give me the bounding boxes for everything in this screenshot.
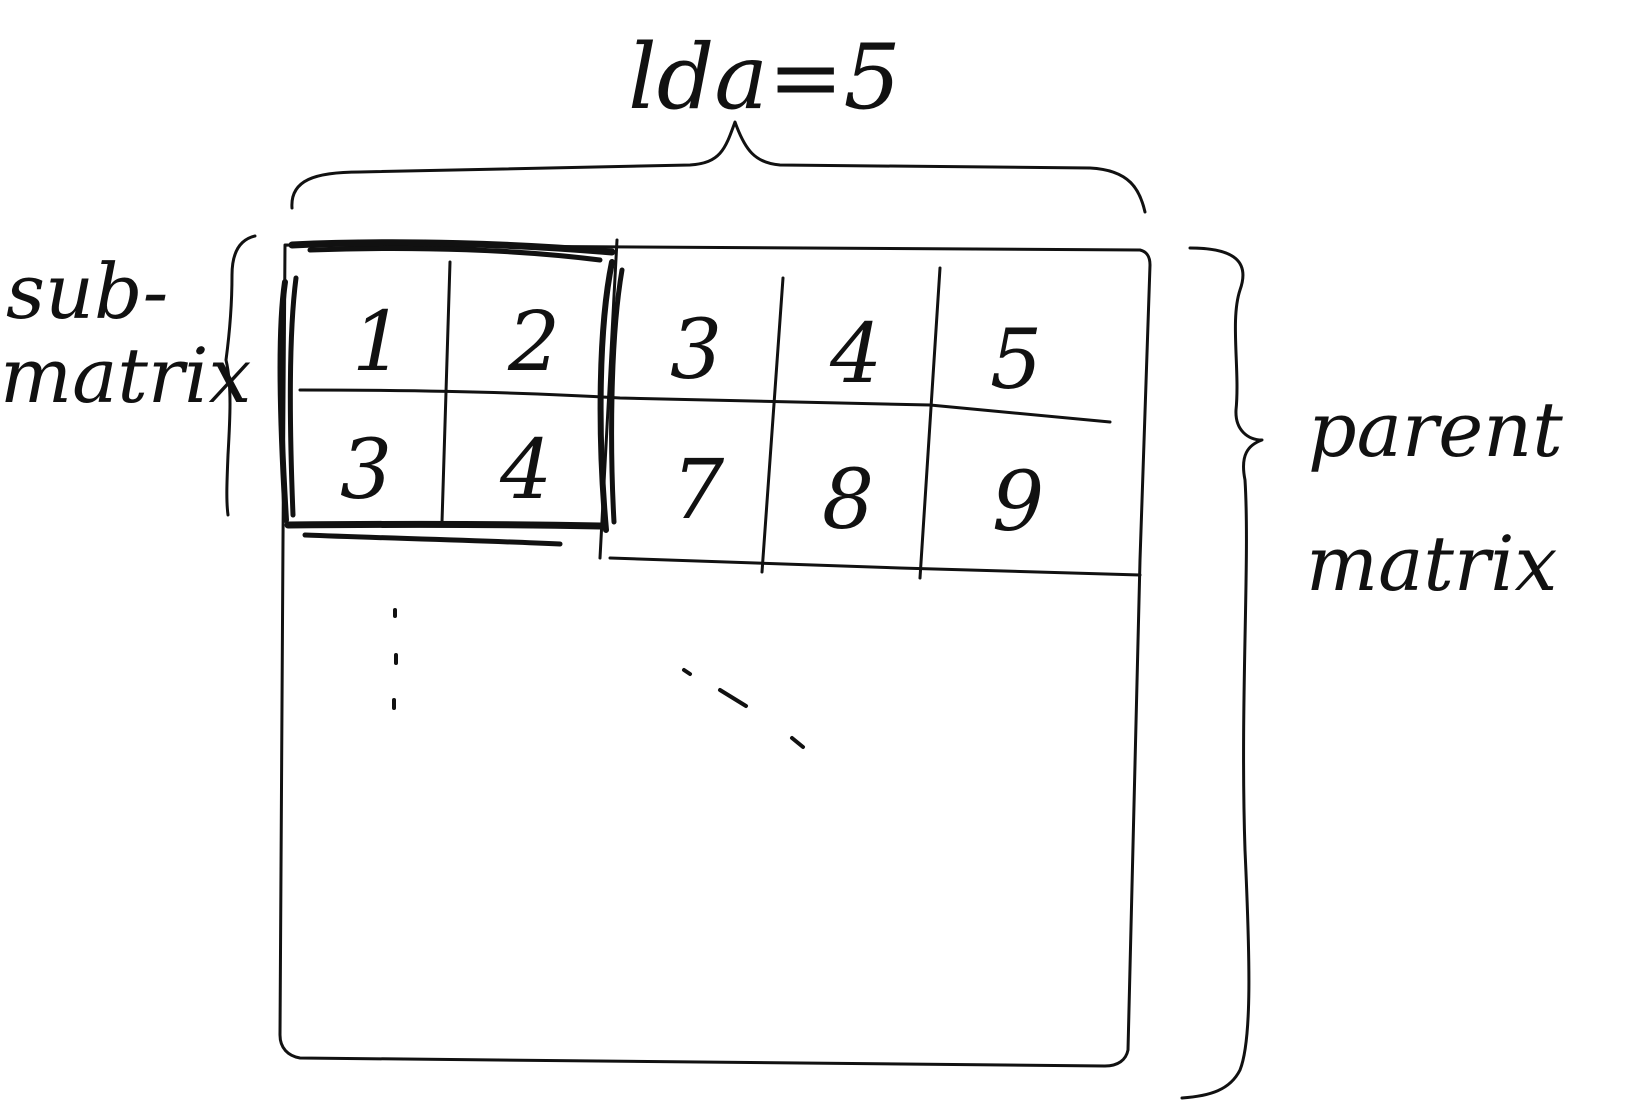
submatrix-cell: 4 xyxy=(499,423,552,518)
parent-label-line1: parent xyxy=(1308,385,1563,474)
lda-label: lda=5 xyxy=(628,25,901,130)
parent-cell: 8 xyxy=(822,453,874,548)
col-divider-4 xyxy=(918,266,942,580)
col-divider-1 xyxy=(440,260,452,524)
parent-matrix-outline xyxy=(278,243,1152,1068)
parent-cell: 3 xyxy=(670,303,722,398)
submatrix-outline xyxy=(277,239,625,547)
submatrix-label-line2: matrix xyxy=(0,331,251,420)
submatrix-cell: 1 xyxy=(352,295,404,390)
parent-cell: 9 xyxy=(992,455,1044,550)
diagonal-ellipsis xyxy=(682,668,805,749)
submatrix-label-line1: sub- xyxy=(6,247,168,336)
parent-cell: 5 xyxy=(990,313,1042,408)
parent-cell: 7 xyxy=(672,443,725,538)
col-divider-3 xyxy=(760,276,785,574)
vertical-ellipsis xyxy=(392,608,398,710)
parent-brace xyxy=(1180,246,1264,1100)
submatrix-cell: 2 xyxy=(507,295,560,390)
parent-cell: 4 xyxy=(829,307,882,402)
row-divider-bottom xyxy=(608,556,1142,577)
lda-brace xyxy=(290,120,1147,214)
submatrix-brace xyxy=(224,234,257,517)
submatrix-cell: 3 xyxy=(340,423,392,518)
parent-label-line2: matrix xyxy=(1306,519,1557,608)
